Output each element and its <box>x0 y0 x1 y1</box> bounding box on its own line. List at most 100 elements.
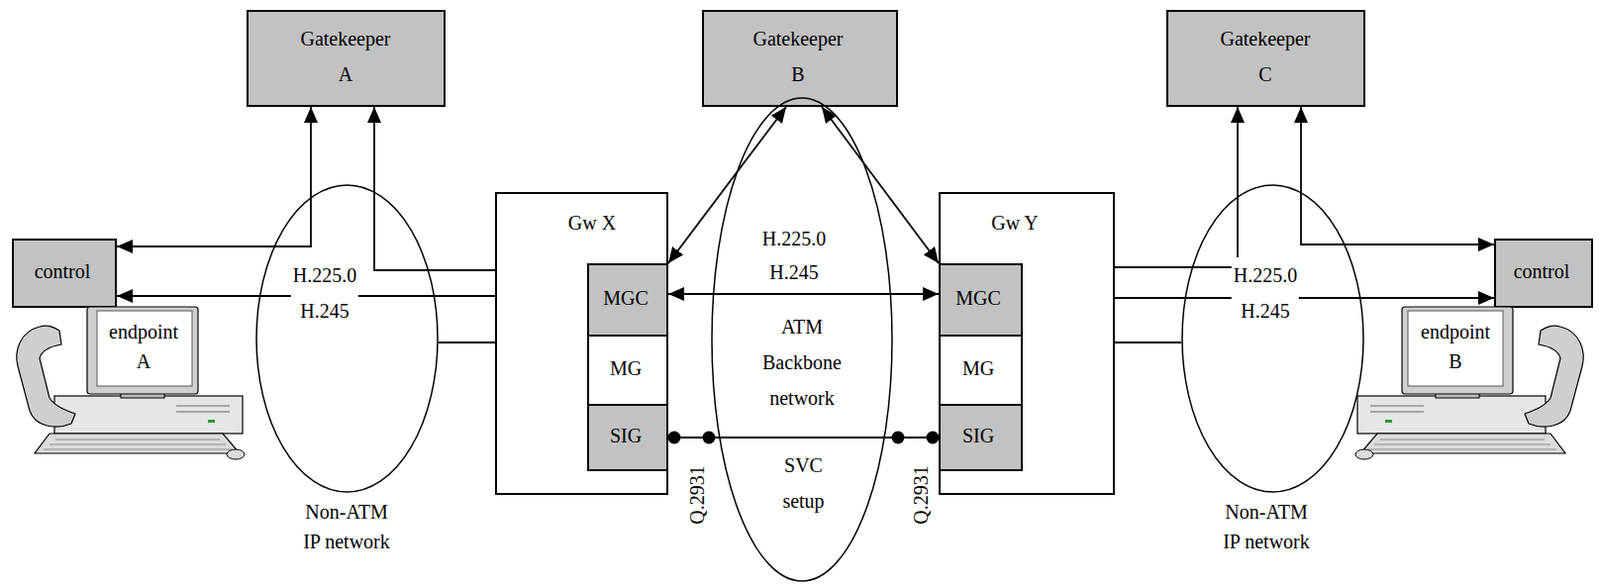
ellipse-outline <box>711 98 893 582</box>
text-slot: endpoint B <box>1420 316 1491 377</box>
node-label: Gatekeeper B <box>752 20 843 93</box>
text-slot: SIG <box>962 423 995 448</box>
text-slot: H.225.0 H.245 <box>291 257 359 329</box>
computer-illustration <box>1355 306 1584 460</box>
ellipse-outline <box>1181 184 1365 494</box>
text-slot: Gw X <box>568 210 616 235</box>
text-slot: Gatekeeper C <box>1219 20 1310 93</box>
text-slot: H.225.0 H.245 <box>760 221 828 290</box>
network-ellipse: H.225.0 H.245Non-ATM IP network <box>1181 184 1365 494</box>
text-slot: control <box>1513 259 1571 284</box>
port-dot <box>702 431 716 445</box>
power-led <box>1385 419 1393 423</box>
keyboard <box>34 433 240 454</box>
node-label: SIG <box>609 423 642 448</box>
text-slot: MG <box>962 356 995 381</box>
port-dot <box>892 431 905 445</box>
gatekeeper-box: Gatekeeper C <box>1166 9 1366 107</box>
node-label: MG <box>962 356 995 381</box>
text-slot: Gatekeeper B <box>752 20 843 93</box>
node-label: SIG <box>962 423 995 448</box>
signal-connector <box>1300 106 1495 245</box>
node-label: Gw Y <box>991 210 1039 235</box>
node-label: control <box>1513 259 1571 284</box>
mg-box: MG <box>587 334 669 406</box>
gatekeeper-box: Gatekeeper A <box>246 9 446 107</box>
keyboard-keys <box>43 439 232 450</box>
connector-label: SVC setup <box>780 447 826 519</box>
node-label: Gatekeeper C <box>1219 20 1310 93</box>
signal-connector <box>438 341 496 344</box>
network-ellipse: H.225.0 H.245Non-ATM IP network <box>255 184 439 494</box>
monitor-screen <box>97 310 193 387</box>
port-dot <box>668 431 682 445</box>
text-slot: Q.2931 <box>685 465 709 524</box>
port-dot <box>926 431 940 445</box>
control-box: control <box>1494 238 1594 308</box>
node-caption: Non-ATM IP network <box>1216 497 1316 557</box>
mgc-box: MGC <box>587 263 669 337</box>
node-label: endpoint A <box>108 316 179 377</box>
node-caption: Non-ATM IP network <box>297 497 397 557</box>
phone-handset <box>1524 325 1584 427</box>
control-box: control <box>11 238 117 308</box>
computer-base <box>54 396 243 434</box>
drive-slot <box>1370 405 1424 407</box>
mouse <box>1355 449 1374 460</box>
signal-connector <box>668 293 939 296</box>
drive-slot <box>176 405 230 407</box>
signal-connector <box>821 106 939 264</box>
gateway-box: Gw X MGC MG SIG <box>495 192 669 496</box>
text-slot: MGC <box>955 286 1001 310</box>
drive-slot <box>176 411 230 413</box>
monitor <box>1401 306 1513 395</box>
node-label: H.225.0 H.245 <box>1231 257 1300 329</box>
text-slot: MG <box>609 356 642 381</box>
text-slot: Non-ATM IP network <box>297 497 397 557</box>
computer-base <box>1357 396 1546 434</box>
ellipse-outline <box>255 184 439 494</box>
signal-connector <box>116 106 311 247</box>
computer-endpoint: endpoint A <box>9 306 248 461</box>
mgc-box: MGC <box>938 263 1023 337</box>
node-label: H.225.0 H.245 <box>291 257 359 329</box>
node-label: control <box>34 259 92 284</box>
node-label: MGC <box>955 286 1001 310</box>
text-slot: Non-ATM IP network <box>1216 497 1316 557</box>
computer-illustration <box>16 306 245 460</box>
node-label: MG <box>609 356 642 381</box>
text-slot: SIG <box>609 423 642 448</box>
text-slot: Gw Y <box>991 210 1039 235</box>
text-slot: endpoint A <box>108 316 179 377</box>
sig-box: SIG <box>938 403 1023 472</box>
node-label: Gw X <box>568 210 616 235</box>
computer-endpoint: endpoint B <box>1352 306 1591 461</box>
sig-box: SIG <box>587 403 669 472</box>
gateway-box: Gw Y MGC MG SIG <box>938 192 1115 496</box>
protocol-label: Q.2931 <box>685 465 709 524</box>
text-slot: Q.2931 <box>908 465 933 524</box>
drive-slot <box>1370 411 1424 413</box>
text-slot: Gatekeeper A <box>300 20 391 93</box>
text-slot: H.225.0 H.245 <box>1231 257 1300 329</box>
text-slot: ATM Backbone network <box>762 308 842 416</box>
monitor-screen <box>1407 310 1503 387</box>
node-label: endpoint B <box>1420 316 1491 377</box>
text-slot: control <box>34 259 92 284</box>
text-slot: SVC setup <box>780 447 826 519</box>
keyboard <box>1360 433 1566 454</box>
node-label: H.225.0 H.245 <box>760 221 828 290</box>
node-caption: ATM Backbone network <box>762 308 842 416</box>
mouse <box>226 449 245 460</box>
node-label: MGC <box>602 286 649 310</box>
ellipse-outline <box>256 185 438 493</box>
text-slot: MGC <box>602 286 649 310</box>
gatekeeper-box: Gatekeeper B <box>701 9 899 107</box>
protocol-label: Q.2931 <box>908 465 933 524</box>
mg-box: MG <box>938 334 1023 406</box>
signal-connector <box>1114 341 1182 344</box>
keyboard-keys <box>1368 439 1557 450</box>
ellipse-outline <box>1182 185 1364 493</box>
node-label: Gatekeeper A <box>300 20 391 93</box>
